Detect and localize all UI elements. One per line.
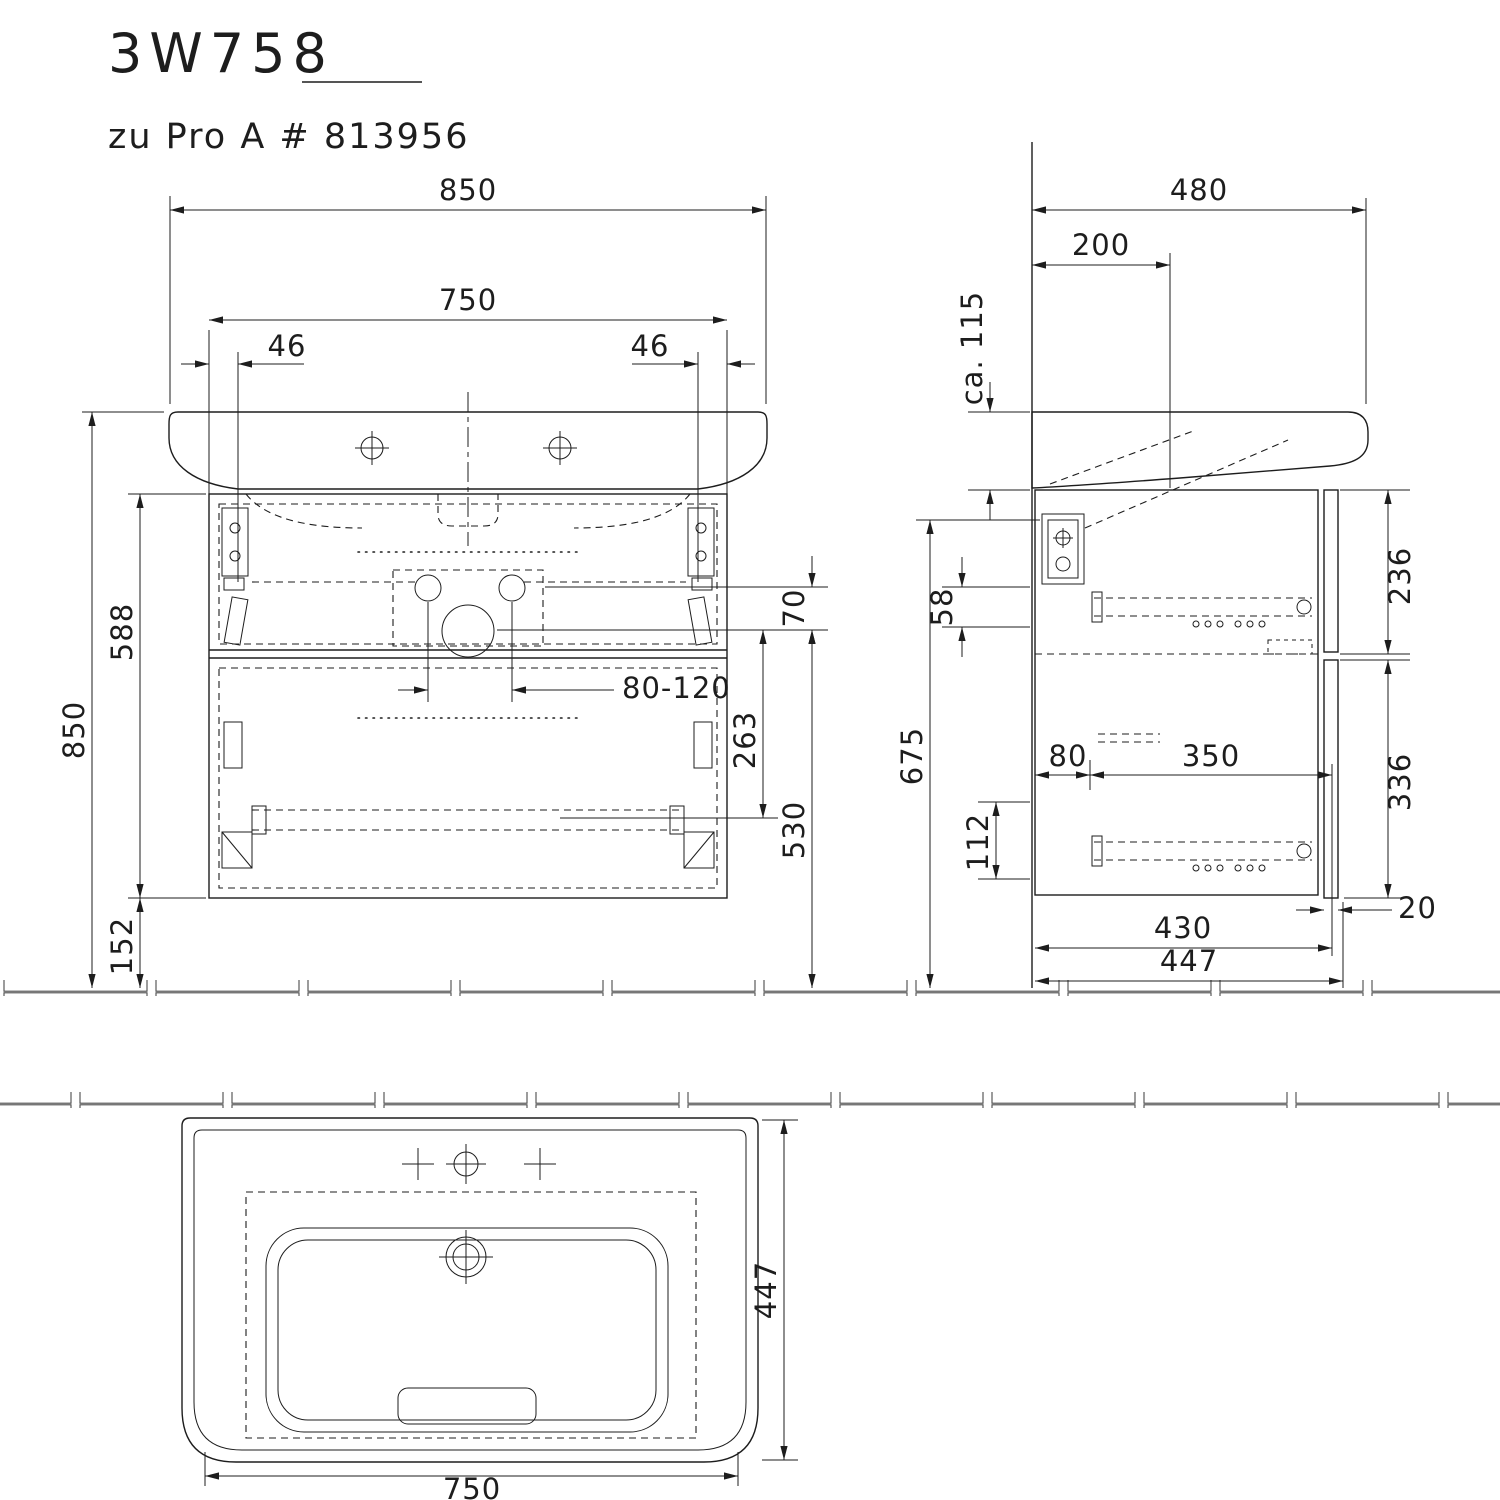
- lower-drawer-slide: [1091, 733, 1312, 872]
- floor-tile-strip-lower: [0, 1092, 1500, 1108]
- front-dimensions: 850 750 46 46 588 850: [57, 173, 828, 988]
- dim-left-offset: 46: [268, 329, 307, 363]
- mounting-bracket-left: [221, 507, 249, 646]
- dim-drain-height: 530: [777, 801, 811, 859]
- lower-drawer-front: [1323, 659, 1339, 899]
- dim-total-depth: 480: [1170, 173, 1228, 207]
- dim-floor-gap: 152: [105, 917, 139, 975]
- dim-top-depth: 447: [749, 1261, 783, 1319]
- dim-cabinet-height: 588: [105, 603, 139, 661]
- dim-inner-offset: 80: [1049, 739, 1088, 773]
- top-view: 447 750: [181, 1117, 798, 1500]
- drawing-reference: zu Pro A # 813956: [108, 117, 469, 157]
- dim-fixing-height: 675: [895, 727, 929, 785]
- title-block: 3W758 zu Pro A # 813956: [108, 22, 469, 157]
- side-dimensions: 480 200 ca. 115 58 675 112: [895, 173, 1437, 988]
- dim-total-width: 850: [439, 173, 497, 207]
- drawing-number: 3W758: [108, 22, 334, 85]
- dim-overall-depth: 447: [1160, 944, 1218, 978]
- washbasin-top: [181, 1117, 759, 1463]
- floor-tiles: [0, 980, 1500, 1108]
- front-view: 850 750 46 46 588 850: [57, 173, 828, 988]
- faucet-hole-left-icon: [355, 431, 389, 465]
- dim-bottom-gap: 112: [961, 813, 995, 871]
- cabinet-side: [1034, 489, 1339, 899]
- dim-upper-front: 236: [1383, 547, 1417, 605]
- drain-recess: [397, 1387, 537, 1425]
- dim-front-thickness: 20: [1398, 891, 1437, 925]
- drain-assembly: [392, 569, 544, 658]
- dim-top-width: 750: [443, 1472, 501, 1500]
- corner-brackets: [221, 721, 715, 869]
- side-view: 480 200 ca. 115 58 675 112: [895, 142, 1437, 988]
- bowl-inner: [277, 1239, 657, 1421]
- dim-fixing-depth: 200: [1072, 228, 1130, 262]
- washbasin-side: [1031, 411, 1369, 529]
- dim-lower-front: 336: [1383, 753, 1417, 811]
- dim-basin-edge: ca. 115: [955, 291, 989, 406]
- cabinet-hidden-outline: [245, 1191, 697, 1439]
- faucet-hole-right-icon: [543, 431, 577, 465]
- wall-bracket-side: [1041, 513, 1085, 585]
- drawer-rail-bottom: [251, 805, 685, 835]
- dim-inner-depth: 350: [1182, 739, 1240, 773]
- upper-drawer-front: [1323, 489, 1339, 653]
- dim-drain-range: 80-120: [622, 671, 731, 705]
- dim-total-height: 850: [57, 701, 91, 759]
- dim-right-offset: 46: [631, 329, 670, 363]
- washbasin-front: [168, 392, 768, 546]
- floor-tile-strip-upper: [0, 980, 1500, 996]
- dim-outlet-gap: 70: [777, 589, 811, 628]
- cabinet-front: [208, 493, 728, 899]
- dim-drain-offset: 263: [728, 711, 762, 769]
- mounting-bracket-right: [687, 507, 715, 646]
- faucet-deck-holes: [402, 1144, 556, 1184]
- upper-drawer-slide: [1091, 591, 1313, 655]
- top-dimensions: 447 750: [204, 1119, 798, 1500]
- dim-cabinet-width: 750: [439, 283, 497, 317]
- overflow-drain-icon: [439, 1230, 493, 1284]
- dim-cabinet-depth: 430: [1154, 911, 1212, 945]
- bowl-outer: [265, 1227, 669, 1433]
